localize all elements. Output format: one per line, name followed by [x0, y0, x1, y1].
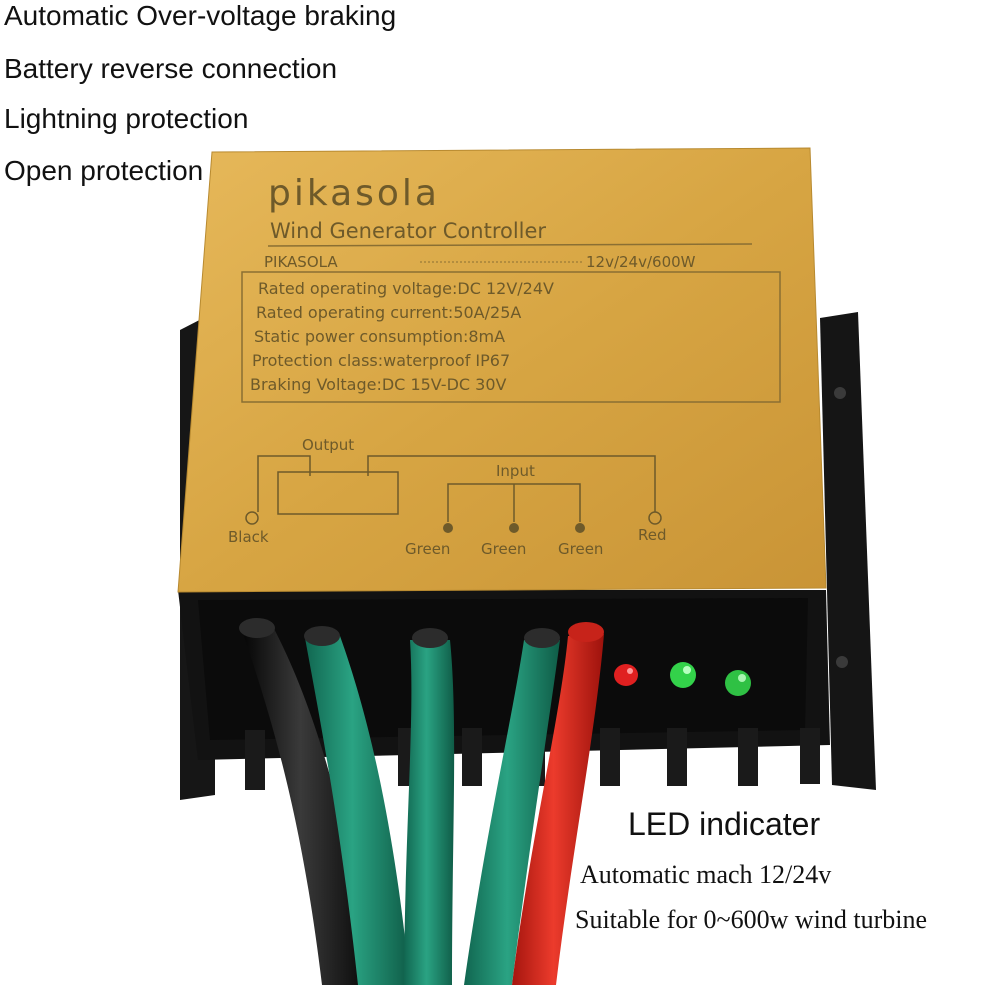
terminal-label-black: Black [228, 528, 269, 546]
led-red [614, 664, 638, 686]
plate-spec-line: Rated operating current:50A/25A [256, 303, 521, 322]
plate-brand: pikasola [268, 173, 440, 214]
plate-spec-line: Braking Voltage:DC 15V-DC 30V [250, 375, 507, 394]
led-green-1 [670, 662, 696, 688]
red-wire [512, 634, 604, 985]
plate-spec-line: Static power consumption:8mA [254, 327, 505, 346]
feature-line-4: Open protection [4, 155, 204, 186]
led-indicators [614, 662, 751, 696]
terminal-label-red: Red [638, 526, 667, 544]
green-wire-1 [305, 636, 410, 985]
feature-line-1: Automatic Over-voltage braking [4, 0, 397, 31]
led-note-2: Suitable for 0~600w wind turbine [575, 905, 928, 934]
terminal-label-green-1: Green [405, 540, 450, 558]
plate-model-spec: 12v/24v/600W [586, 253, 696, 271]
plate-product: Wind Generator Controller [270, 219, 546, 243]
diagram-input-label: Input [496, 462, 535, 480]
black-wire [242, 625, 372, 985]
led-title: LED indicater [628, 806, 821, 842]
plate-model: PIKASOLA [264, 253, 338, 271]
feature-line-2: Battery reverse connection [4, 53, 338, 84]
green-wire-2 [404, 640, 455, 985]
wire-bundle [239, 618, 604, 985]
terminal-label-green-2: Green [481, 540, 526, 558]
led-green-2 [725, 670, 751, 696]
diagram-output-label: Output [302, 436, 354, 454]
feature-line-3: Lightning protection [4, 103, 249, 134]
green-wire-3 [464, 640, 560, 985]
wiring-diagram [245, 455, 662, 525]
plate-spec-line: Protection class:waterproof IP67 [252, 351, 510, 370]
led-note-1: Automatic mach 12/24v [580, 860, 832, 889]
plate-spec-list: Rated operating voltage:DC 12V/24V Rated … [250, 279, 554, 394]
plate-spec-line: Rated operating voltage:DC 12V/24V [258, 279, 554, 298]
terminal-label-green-3: Green [558, 540, 603, 558]
gold-label-plate: pikasola Wind Generator Controller PIKAS… [177, 147, 827, 593]
